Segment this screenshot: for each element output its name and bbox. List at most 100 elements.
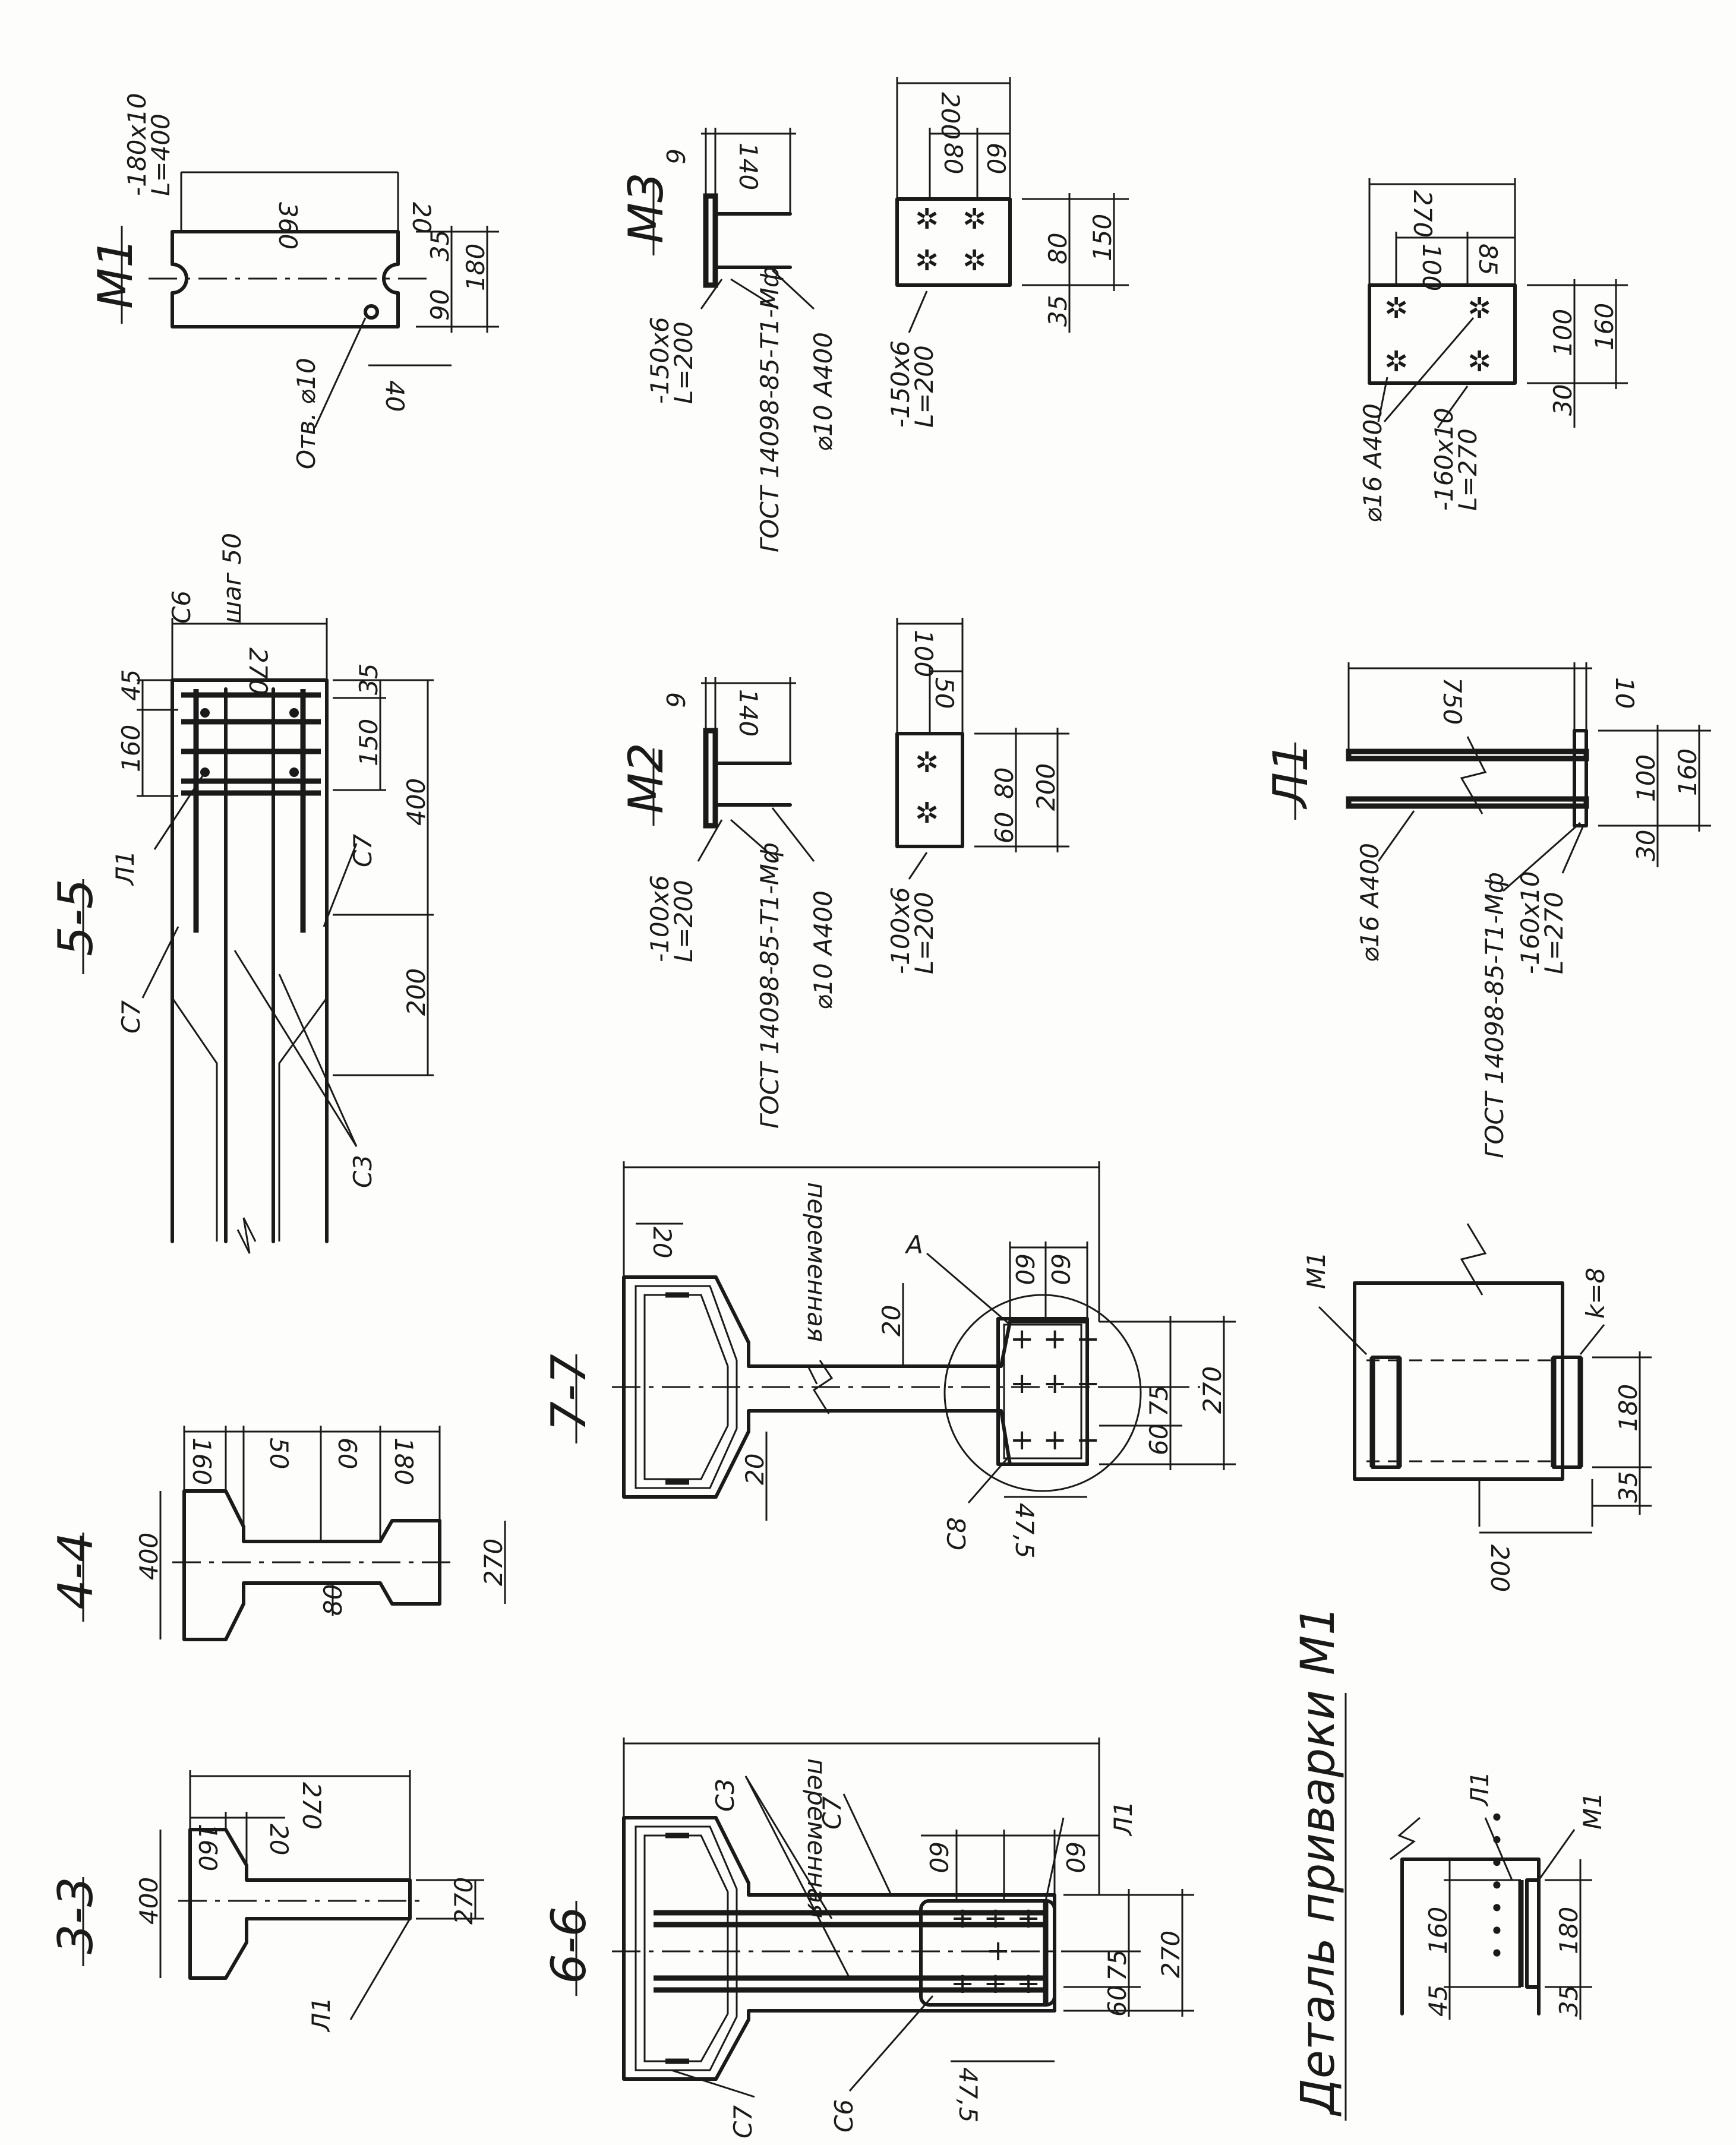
s55-step: шаг 50 [217, 533, 247, 624]
s55-c7-left: С7 [116, 1000, 146, 1034]
m2-dim-100: 100 [909, 630, 938, 677]
m2-plate-length: L=200 [669, 880, 698, 962]
weld-k-label: k=8 [1581, 1268, 1610, 1319]
l1p-dim-100: 100 [1417, 244, 1446, 291]
section-4-4: 4-4 160 50 60 180 400 270 80 [48, 1426, 508, 1641]
m2-plan-plate: -100x6 [886, 887, 915, 974]
m2-dim-140: 140 [734, 689, 763, 737]
l1-gost-label: ГОСТ 14098-85-Т1-Мф [1480, 872, 1509, 1158]
s77-cross-1: + + + [1010, 1322, 1100, 1356]
m2-dim-6: 6 [661, 692, 690, 708]
l1-bar-label: ⌀16 А400 [1355, 843, 1384, 962]
m2-title: M2 [618, 743, 674, 814]
section-4-4-title: 4-4 [48, 1532, 103, 1610]
section-7-7: 7-7 + + + + + + + + + переменная 20 20 2… [541, 1161, 1236, 1559]
s66-dim-60-b: 60 [1060, 1841, 1090, 1873]
section-6-6-title: 6-6 [541, 1906, 596, 1984]
weld-m1-label: М1 [1302, 1252, 1331, 1289]
s77-dim-60-b: 60 [1046, 1253, 1075, 1285]
s66-c7-label: С7 [818, 1796, 847, 1830]
m3-plan-plate: -150x6 [886, 340, 915, 428]
s33-dim-270: 270 [297, 1782, 326, 1830]
weld-detail-m1: Деталь приварки М1 • • • • • • • Л1 М1 1… [1292, 1606, 1607, 2121]
s66-dim-75: 75 [1103, 1950, 1132, 1981]
s66-dim-475: 47,5 [954, 2067, 983, 2123]
s66-cross-1: + + + [951, 1901, 1040, 1935]
l1p-plate-label: -160x10 [1429, 407, 1459, 511]
m1-dim-35: 35 [425, 230, 454, 261]
l1-dim-100: 100 [1631, 754, 1661, 802]
s66-dim-60-a: 60 [924, 1841, 953, 1873]
m3-plate-label: -150x6 [645, 317, 674, 404]
l1p-plate-length: L=270 [1453, 428, 1482, 511]
s44-dim-60: 60 [333, 1438, 362, 1469]
m1-dim-90: 90 [425, 289, 454, 321]
s55-dim-400: 400 [402, 778, 431, 826]
detail-m1-label: М1 [1578, 1792, 1607, 1830]
m3-dim-150: 150 [1088, 214, 1117, 261]
m2-stud-2: ✲ [915, 797, 939, 830]
s55-dim-150: 150 [354, 719, 383, 766]
s77-cross-2: + + + [1010, 1367, 1100, 1400]
weld-dim-180: 180 [1614, 1384, 1643, 1432]
s77-dim-60-c: 60 [1144, 1424, 1173, 1455]
s77-c8-label: С8 [942, 1517, 971, 1550]
l1p-dim-30: 30 [1548, 384, 1577, 416]
l1p-dim-160: 160 [1590, 303, 1619, 350]
s44-dim-50: 50 [264, 1438, 293, 1469]
s55-l1-label: Л1 [111, 851, 140, 886]
m1-dim-20: 20 [407, 202, 436, 233]
anchor-l1: Л1 750 10 100 160 30 ⌀16 А400 ГОСТ 14098… [1263, 662, 1711, 1158]
m2-dim-80: 80 [990, 767, 1019, 799]
detail-dim-160: 160 [1423, 1907, 1453, 1954]
m3-dim-35: 35 [1043, 295, 1072, 327]
l1-stud-3: ✲ [1384, 345, 1408, 378]
l1-stud-4: ✲ [1467, 345, 1491, 378]
m2-stud-1: ✲ [915, 746, 939, 779]
s77-a-label: А [904, 1230, 923, 1259]
s66-c3-label: С3 [711, 1778, 740, 1812]
m1-dim-40: 40 [380, 380, 409, 412]
l1p-dim-85: 85 [1473, 244, 1503, 275]
m3-dim-80: 80 [939, 143, 968, 174]
detail-title: Деталь приварки М1 [1292, 1606, 1345, 2116]
s55-dim-45: 45 [116, 669, 146, 701]
s66-dim-60-c: 60 [1103, 1985, 1132, 2017]
s77-dim-75: 75 [1144, 1385, 1173, 1417]
s66-c6-label: С6 [829, 2099, 858, 2133]
m1-embedded-plate: M1 Отв. ⌀10 360 20 -180x10 L=400 35 90 1… [88, 93, 499, 469]
detail-dim-35: 35 [1554, 1985, 1583, 2017]
m2-dim-60: 60 [990, 812, 1019, 844]
m1-title: M1 [88, 238, 143, 309]
section-3-3-title: 3-3 [48, 1877, 103, 1954]
s66-l1-label: Л1 [1109, 1801, 1138, 1837]
s33-dim-400: 400 [134, 1877, 163, 1925]
l1-dim-30: 30 [1631, 830, 1661, 861]
l1-dim-750: 750 [1438, 677, 1467, 725]
weld-dim-35: 35 [1614, 1471, 1643, 1503]
m3-embedded-item: M3 6 140 -150x6 L=200 ⌀10 А400 ГОСТ 1409… [618, 77, 1129, 552]
m3-plan-plate-length: L=200 [910, 345, 939, 428]
l1p-bar-label: ⌀16 А400 [1358, 403, 1387, 523]
section-7-7-title: 7-7 [541, 1354, 596, 1432]
s55-dim-200: 200 [402, 968, 431, 1016]
m3-dim-80b: 80 [1043, 233, 1072, 264]
s77-dim-475: 47,5 [1010, 1503, 1039, 1559]
section-3-3: 3-3 270 160 20 400 270 Л1 [48, 1770, 484, 2033]
l1-plate-plan: ✲ ✲ ✲ ✲ 270 100 85 100 160 30 ⌀16 А400 -… [1358, 178, 1628, 523]
l1-plate-length: L=270 [1539, 892, 1568, 974]
m3-dim-60: 60 [981, 143, 1011, 174]
s33-l1-label: Л1 [307, 1997, 336, 2033]
m2-plan-plate-length: L=200 [910, 892, 939, 974]
s55-c6: С6 [167, 590, 196, 624]
s33-dim-160: 160 [193, 1824, 222, 1871]
m3-stud-2: ✲ [962, 203, 986, 236]
s66-dim-270: 270 [1156, 1931, 1185, 1978]
detail-l1-label: Л1 [1465, 1771, 1494, 1807]
l1-title: Л1 [1263, 742, 1318, 810]
m2-bar-label: ⌀10 А400 [809, 890, 838, 1010]
s33-dim-270b: 270 [449, 1877, 478, 1925]
m1-dim-360: 360 [273, 202, 302, 249]
m1-plate-label: -180x10 [122, 93, 151, 196]
s77-dim-20-bottom: 20 [740, 1454, 769, 1485]
